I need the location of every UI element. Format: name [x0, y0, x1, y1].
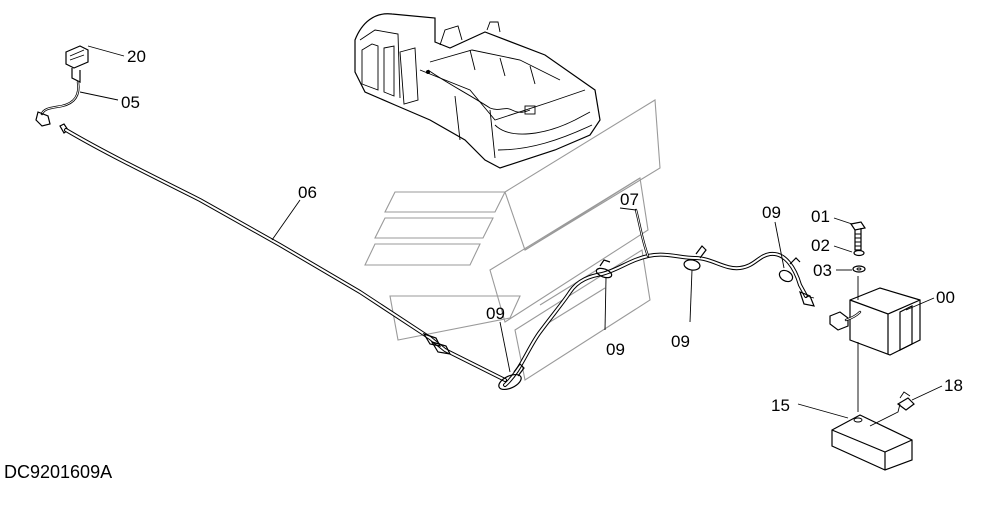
callout-labels: 20 05 06 07 09 09 09 09 01 02 03 00 15 1… — [121, 47, 963, 415]
callout-15: 15 — [771, 396, 790, 415]
callout-09-a: 09 — [486, 304, 505, 323]
callout-09-b: 09 — [606, 340, 625, 359]
control-unit — [829, 287, 921, 356]
callout-02: 02 — [811, 236, 830, 255]
watermark-logo — [364, 99, 661, 381]
bracket — [831, 391, 915, 471]
callout-20: 20 — [127, 47, 146, 66]
callout-09-d: 09 — [762, 203, 781, 222]
document-id: DC9201609A — [4, 462, 113, 482]
callout-09-c: 09 — [671, 332, 690, 351]
excavator-overview — [354, 13, 601, 169]
callout-07: 07 — [620, 190, 639, 209]
callout-00: 00 — [936, 288, 955, 307]
callout-18: 18 — [944, 376, 963, 395]
bolt-assembly — [850, 221, 866, 412]
callout-06: 06 — [298, 183, 317, 202]
callout-01: 01 — [811, 207, 830, 226]
cable-07 — [498, 208, 815, 391]
cable-06 — [59, 123, 507, 382]
callout-03: 03 — [813, 261, 832, 280]
switch-harness — [35, 45, 89, 127]
callout-05: 05 — [121, 93, 140, 112]
leader-lines — [79, 45, 943, 419]
